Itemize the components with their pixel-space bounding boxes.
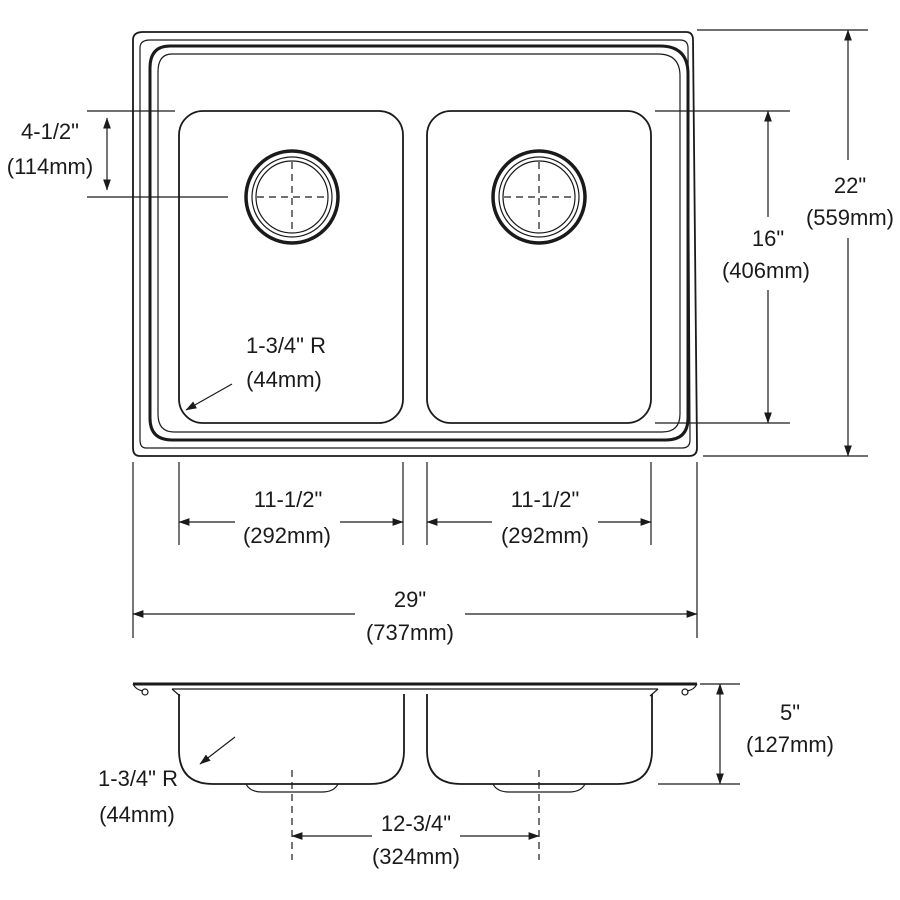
bowl-depth-dimension: 5" (127mm) — [658, 683, 834, 785]
overall-depth-imperial: 22" — [834, 173, 866, 198]
overall-width-dimension: 29" (737mm) — [132, 462, 698, 645]
left-bowl-width-dimension: 11-1/2" (292mm) — [178, 487, 404, 548]
right-bowl — [426, 110, 652, 424]
right-bowl-width-metric: (292mm) — [501, 523, 589, 548]
bowl-length-dimension: 16" (406mm) — [655, 110, 810, 424]
bowl-length-imperial: 16" — [752, 226, 784, 251]
drain-offset-imperial: 4-1/2" — [21, 119, 79, 144]
overall-width-imperial: 29" — [394, 587, 426, 612]
left-drain — [244, 149, 340, 245]
side-corner-radius-callout: 1-3/4" R (44mm) — [98, 736, 236, 827]
overall-depth-dimension: 22" (559mm) — [697, 29, 894, 457]
top-view: 4-1/2" (114mm) 16" (406mm) 22" (559mm) 1… — [7, 29, 894, 645]
right-bowl-width-imperial: 11-1/2" — [511, 487, 580, 512]
left-bowl — [178, 110, 404, 424]
overall-width-metric: (737mm) — [366, 620, 454, 645]
right-bowl-width-dimension: 11-1/2" (292mm) — [426, 487, 652, 548]
bowl-depth-metric: (127mm) — [746, 732, 834, 757]
bowl-length-metric: (406mm) — [722, 258, 810, 283]
drain-spacing-dimension: 12-3/4" (324mm) — [291, 811, 540, 869]
overall-depth-metric: (559mm) — [806, 205, 894, 230]
side-corner-radius-imperial: 1-3/4" R — [98, 766, 178, 791]
drain-offset-metric: (114mm) — [7, 154, 93, 179]
corner-radius-callout: 1-3/4" R (44mm) — [185, 333, 326, 411]
right-drain — [491, 149, 587, 245]
sink-outer-rim — [132, 31, 698, 457]
side-corner-radius-metric: (44mm) — [99, 802, 175, 827]
drain-offset-dimension: 4-1/2" (114mm) — [7, 110, 228, 198]
side-view: 12-3/4" (324mm) 5" (127mm) 1-3/4" R (44m… — [98, 682, 834, 869]
sink-deck-edge — [148, 44, 690, 442]
drain-spacing-imperial: 12-3/4" — [381, 811, 451, 836]
sink-rim-inner-edge — [139, 39, 691, 449]
top-corner-radius-imperial: 1-3/4" R — [246, 333, 326, 358]
drain-spacing-metric: (324mm) — [372, 844, 460, 869]
left-bowl-width-imperial: 11-1/2" — [254, 487, 323, 512]
sink-deck-inner — [157, 53, 681, 433]
bowl-depth-imperial: 5" — [780, 700, 800, 725]
left-bowl-width-metric: (292mm) — [243, 523, 331, 548]
top-corner-radius-metric: (44mm) — [246, 367, 322, 392]
